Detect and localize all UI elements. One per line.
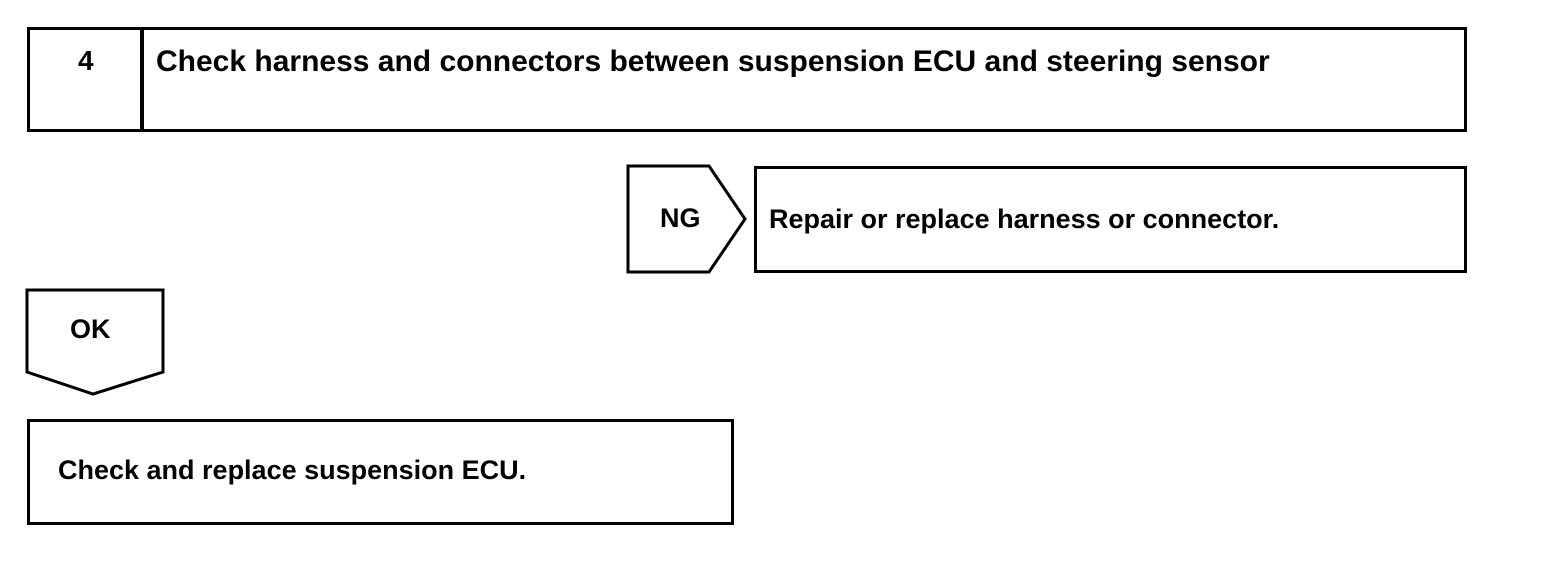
step-header-box [27, 27, 1467, 132]
step-title: Check harness and connectors between sus… [156, 45, 1270, 78]
ng-action-box [754, 166, 1467, 273]
ok-label: OK [70, 314, 111, 344]
step-number: 4 [78, 45, 94, 76]
ng-action-text: Repair or replace harness or connector. [769, 204, 1280, 234]
step-divider [140, 27, 144, 132]
ng-label: NG [660, 203, 701, 233]
ok-arrow-shape [25, 288, 165, 396]
ok-action-text: Check and replace suspension ECU. [58, 455, 527, 485]
ng-arrow-shape [626, 164, 747, 274]
ok-action-box [27, 419, 734, 525]
